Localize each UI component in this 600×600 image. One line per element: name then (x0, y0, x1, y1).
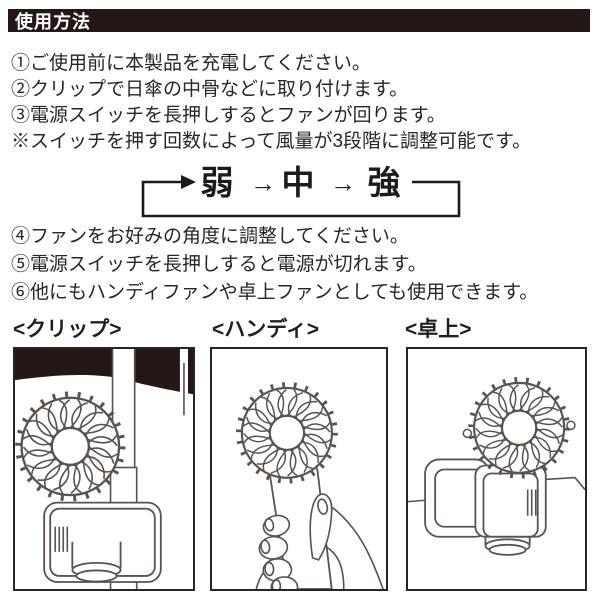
speed-level-weak: 弱 (200, 164, 234, 201)
fan-side-tabs (462, 420, 576, 439)
handy-mode-panel (210, 347, 388, 591)
fan-icon (18, 394, 123, 499)
step-2: ②クリップで日傘の中骨などに取り付けます。 (11, 79, 409, 100)
steps-upper: ①ご使用前に本製品を充電してください。 ②クリップで日傘の中骨などに取り付けます… (11, 51, 531, 155)
section-title: 使用方法 (15, 11, 91, 32)
step-3: ③電源スイッチを長押しするとファンが回ります。 (11, 105, 446, 126)
speed-cycle-diagram: 弱 → 中 → 強 (140, 166, 462, 218)
clip-vent-slits (54, 526, 69, 552)
speed-level-medium: 中 (281, 164, 315, 201)
speed-level-strong: 強 (367, 164, 401, 201)
desktop-mode-panel (406, 347, 587, 591)
fan-clipped-to-parasol-pole-illustration (15, 349, 193, 589)
mode-label-handy: <ハンディ> (212, 318, 320, 341)
step-note: ※スイッチを押す回数によって風量が3段階に調整可能です。 (11, 131, 532, 152)
step-6: ⑥他にもハンディファンや卓上ファンとしても使用できます。 (11, 282, 539, 303)
umbrella-rib (179, 349, 188, 416)
steps-lower: ④ファンをお好みの角度に調整してください。 ⑤電源スイッチを長押しすると電源が切… (11, 223, 538, 307)
clip-body (43, 501, 162, 583)
fan-body (474, 442, 547, 556)
clip-mode-panel (13, 347, 195, 591)
fan-icon (238, 384, 335, 481)
fan-icon (471, 379, 568, 476)
clip-arm-open (424, 458, 491, 538)
mode-label-desktop: <卓上> (405, 318, 472, 341)
body-vent-slits (526, 489, 537, 516)
step-5: ⑤電源スイッチを長押しすると電源が切れます。 (11, 254, 427, 275)
fan-held-in-hand-illustration (212, 349, 384, 589)
arrow-right-icon: → (330, 168, 356, 198)
step-1: ①ご使用前に本製品を充電してください。 (11, 53, 371, 74)
step-4: ④ファンをお好みの角度に調整してください。 (11, 226, 409, 247)
fan-standing-on-desk-illustration (408, 349, 585, 556)
mode-label-clip: <クリップ> (13, 318, 122, 341)
section-header: 使用方法 (8, 9, 590, 32)
thumb (309, 493, 333, 561)
umbrella-canopy (15, 349, 193, 395)
cycle-loop-arrow (141, 175, 461, 218)
arrow-right-icon: → (250, 168, 276, 198)
arrowhead-icon (181, 175, 196, 189)
gripping-fingers (258, 514, 299, 589)
